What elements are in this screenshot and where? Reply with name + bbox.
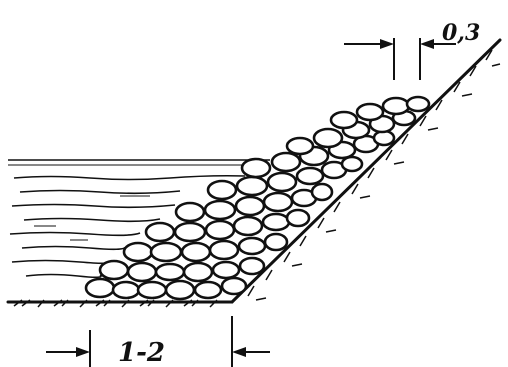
bottom-arrow-left	[76, 347, 90, 357]
soil-hatching	[13, 49, 501, 308]
top-dimension	[344, 38, 456, 80]
bottom-dimension-label: 1-2	[118, 338, 165, 367]
top-dimension-label: 0,3	[442, 20, 480, 46]
riprap-stones	[84, 95, 431, 301]
bottom-arrow-right	[232, 347, 246, 357]
ground-profile	[6, 38, 502, 304]
water-body	[8, 159, 270, 279]
top-arrow-right	[420, 39, 434, 49]
top-arrow-left	[380, 39, 394, 49]
bottom-dimension	[46, 316, 270, 367]
